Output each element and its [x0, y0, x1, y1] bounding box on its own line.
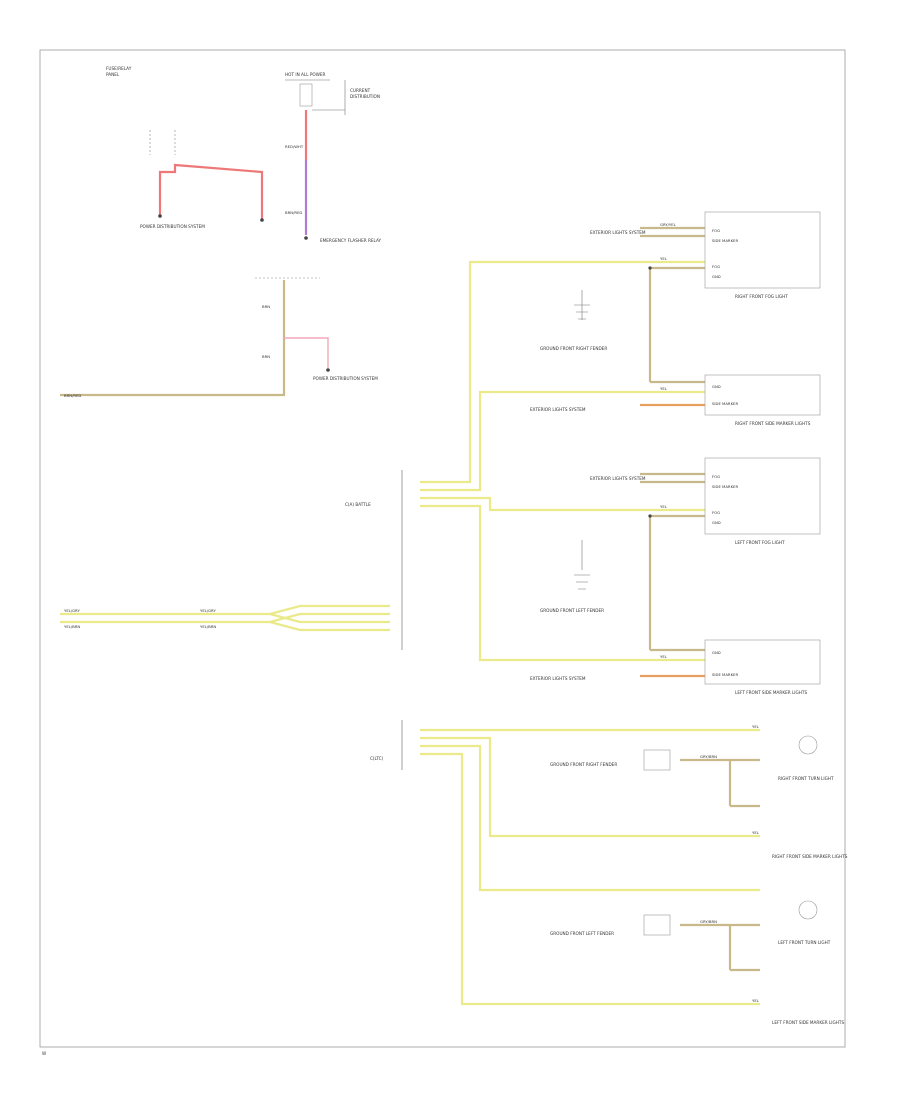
svg-text:BRN: BRN	[262, 354, 270, 359]
svg-text:RED/WHT: RED/WHT	[285, 144, 304, 149]
svg-text:YEL/BRN: YEL/BRN	[200, 624, 216, 629]
exterior-lights-label-4: EXTERIOR LIGHTS SYSTEM	[530, 676, 586, 681]
svg-text:BRN: BRN	[262, 304, 270, 309]
tan-relay-wire	[60, 280, 286, 397]
ground-icon	[574, 574, 590, 590]
svg-text:YEL/GRY: YEL/GRY	[64, 608, 80, 613]
power-dist-right-label: POWER DISTRIBUTION SYSTEM	[313, 376, 378, 381]
ground-note-2: GROUND FRONT LEFT FENDER	[540, 608, 604, 613]
fuse-icon	[299, 83, 313, 107]
svg-text:BRN/RED: BRN/RED	[285, 210, 302, 215]
input-wire-bundle: YEL/GRY YEL/BRN YEL/GRY YEL/BRN	[60, 604, 390, 632]
right-turn-bulb-icon	[798, 735, 818, 755]
left-turn-bulb-icon	[798, 900, 818, 920]
svg-text:YEL: YEL	[752, 724, 760, 729]
ground-note-4: GROUND FRONT LEFT FENDER	[550, 931, 614, 936]
svg-text:GRY/BRN: GRY/BRN	[700, 919, 717, 924]
connector-a-label: C(A) BATTLE	[345, 502, 371, 507]
power-source-top-label: HOT IN ALL POWER	[285, 72, 326, 77]
svg-text:FOG: FOG	[712, 228, 720, 233]
svg-text:SIDE MARKER: SIDE MARKER	[712, 484, 738, 489]
svg-text:SIDE MARKER: SIDE MARKER	[712, 672, 738, 677]
right-turn-marker-label: RIGHT FRONT SIDE MARKER LIGHTS	[772, 854, 848, 859]
right-side-marker-component	[704, 374, 821, 416]
right-turn-socket	[643, 749, 671, 771]
svg-text:YEL/GRY: YEL/GRY	[200, 608, 216, 613]
left-turn-socket	[643, 914, 671, 936]
svg-text:PANEL: PANEL	[106, 72, 120, 77]
turn-light-wiring: GROUND FRONT RIGHT FENDER GROUND FRONT L…	[420, 724, 848, 1025]
svg-text:YEL: YEL	[660, 386, 668, 391]
svg-text:YEL: YEL	[660, 256, 668, 261]
svg-text:GRY/YEL: GRY/YEL	[660, 222, 677, 227]
right-side-marker-label: RIGHT FRONT SIDE MARKER LIGHTS	[735, 421, 811, 426]
svg-text:GND: GND	[712, 384, 721, 389]
svg-text:CURRENT: CURRENT	[350, 88, 371, 93]
emergency-relay-label: EMERGENCY FLASHER RELAY	[320, 238, 381, 243]
right-fog-label: RIGHT FRONT FOG LIGHT	[735, 294, 788, 299]
exterior-lights-label-1: EXTERIOR LIGHTS SYSTEM	[590, 230, 646, 235]
left-fog-label: LEFT FRONT FOG LIGHT	[735, 540, 785, 545]
svg-text:YEL: YEL	[752, 830, 760, 835]
left-side-marker-component	[704, 639, 821, 685]
svg-text:SIDE MARKER: SIDE MARKER	[712, 401, 738, 406]
ground-icon	[574, 304, 590, 320]
ground-note-3: GROUND FRONT RIGHT FENDER	[550, 762, 617, 767]
right-turn-label: RIGHT FRONT TURN LIGHT	[778, 776, 834, 781]
right-fog-component	[704, 211, 821, 289]
power-dist-left-label: POWER DISTRIBUTION SYSTEM	[140, 224, 205, 229]
svg-text:FOG: FOG	[712, 264, 720, 269]
ground-note-1: GROUND FRONT RIGHT FENDER	[540, 346, 607, 351]
svg-text:GND: GND	[712, 520, 721, 525]
power-source-section: FUSE/RELAY PANEL POWER DISTRIBUTION SYST…	[60, 66, 381, 398]
svg-text:BRN/RED: BRN/RED	[64, 393, 81, 398]
pink-relay-wire	[284, 337, 329, 368]
svg-text:DISTRIBUTION: DISTRIBUTION	[350, 94, 380, 99]
svg-text:FOG: FOG	[712, 474, 720, 479]
right-components: FOG SIDE MARKER FOG GND RIGHT FRONT FOG …	[704, 211, 821, 695]
svg-text:FOG: FOG	[712, 510, 720, 515]
svg-text:GRY/BRN: GRY/BRN	[700, 754, 717, 759]
connector-b-label: C(LTC)	[370, 756, 384, 761]
exterior-lights-label-2: EXTERIOR LIGHTS SYSTEM	[530, 407, 586, 412]
svg-text:YEL: YEL	[660, 504, 668, 509]
svg-text:SIDE MARKER: SIDE MARKER	[712, 238, 738, 243]
front-light-wiring: EXTERIOR LIGHTS SYSTEM EXTERIOR LIGHTS S…	[420, 222, 705, 681]
left-fog-component	[704, 457, 821, 535]
left-side-marker-label: LEFT FRONT SIDE MARKER LIGHTS	[735, 690, 807, 695]
svg-text:YEL/BRN: YEL/BRN	[64, 624, 80, 629]
left-turn-marker-label: LEFT FRONT SIDE MARKER LIGHTS	[772, 1020, 844, 1025]
power-dist-left-note: FUSE/RELAY	[106, 66, 132, 71]
left-turn-label: LEFT FRONT TURN LIGHT	[778, 940, 831, 945]
diagram-frame	[39, 49, 846, 1048]
svg-text:YEL: YEL	[752, 998, 760, 1003]
frame-code: W	[42, 1051, 46, 1056]
exterior-lights-label-3: EXTERIOR LIGHTS SYSTEM	[590, 476, 646, 481]
red-feed-wire	[158, 163, 264, 220]
svg-text:YEL: YEL	[660, 654, 668, 659]
svg-text:GND: GND	[712, 650, 721, 655]
svg-text:GND: GND	[712, 274, 721, 279]
